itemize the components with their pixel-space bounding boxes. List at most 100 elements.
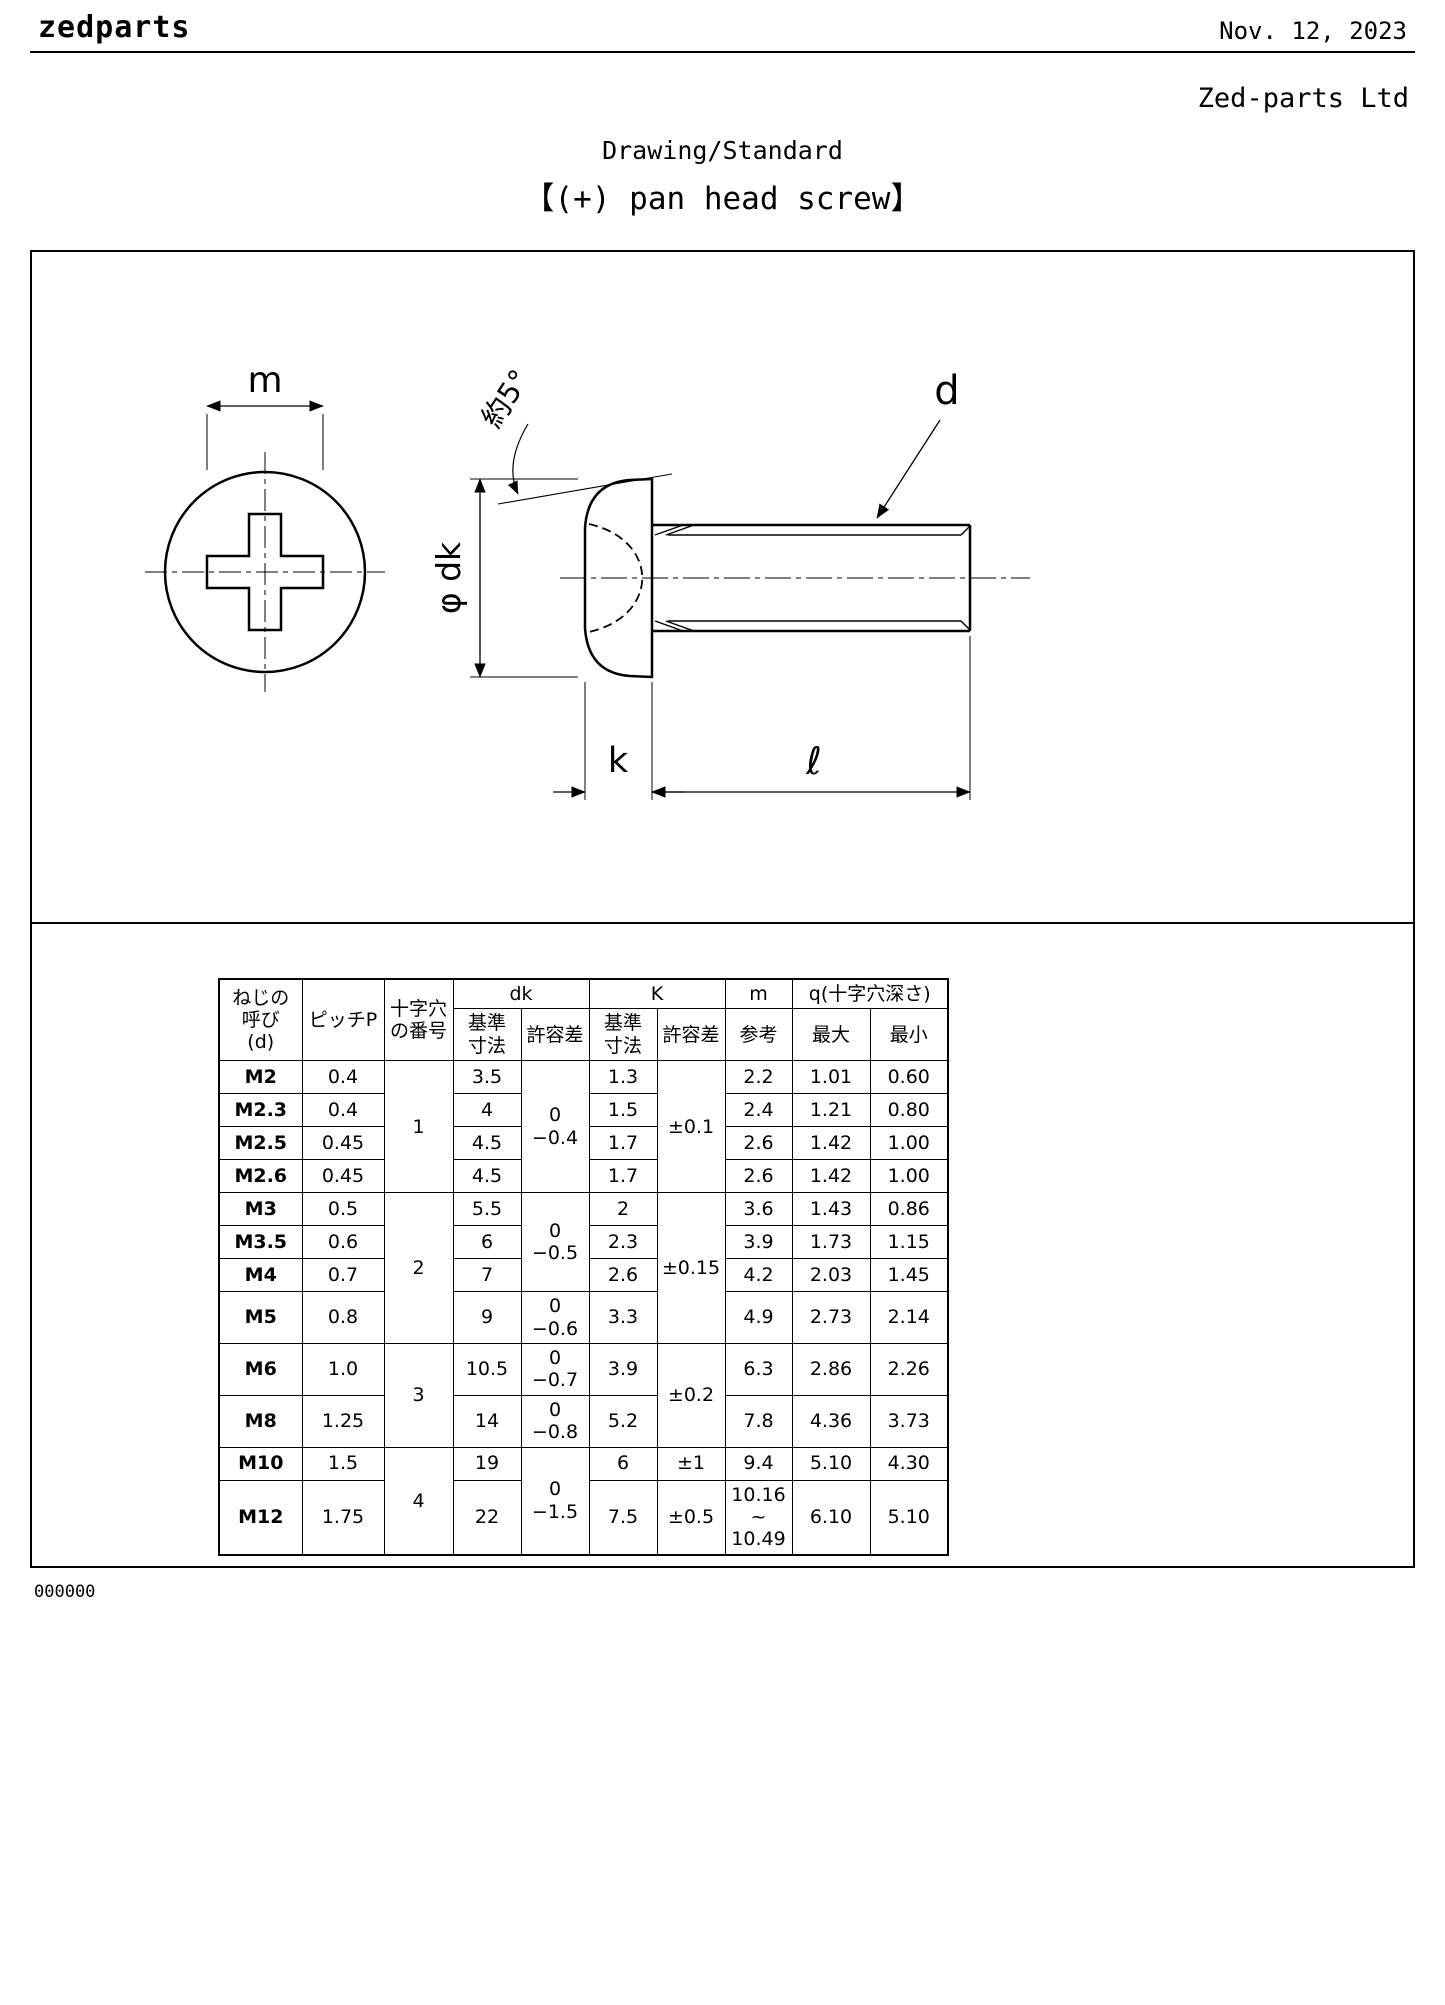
table-cell: 4 <box>452 1093 522 1128</box>
dim-label-k: k <box>608 741 629 781</box>
head-circle <box>163 470 367 674</box>
table-cell: 7 <box>452 1258 522 1293</box>
table-cell: 4.30 <box>869 1446 949 1481</box>
table-cell: 19 <box>452 1446 522 1481</box>
table-cell: 4 <box>383 1446 454 1556</box>
header-cell: q(十字穴深さ) <box>791 978 949 1010</box>
header-cell: 最小 <box>869 1008 949 1062</box>
table-cell: M2.5 <box>218 1126 303 1161</box>
thread-runout-bottom-2 <box>665 620 695 632</box>
table-cell: ±0.5 <box>656 1479 726 1556</box>
table-cell: 4.2 <box>724 1258 793 1293</box>
table-cell: M5 <box>218 1291 303 1345</box>
table-cell: 2.2 <box>724 1060 793 1095</box>
cross-recess <box>205 512 325 632</box>
dim-label-dk: φ dk <box>429 541 468 614</box>
d-leader-arrow <box>876 419 941 519</box>
document-date: Nov. 12, 2023 <box>1219 17 1407 45</box>
table-cell: 0 −0.6 <box>520 1291 590 1345</box>
table-cell: 7.5 <box>588 1479 658 1556</box>
table-cell: 3.6 <box>724 1192 793 1227</box>
table-cell: 3.9 <box>588 1343 658 1396</box>
table-cell: ±0.1 <box>656 1060 726 1194</box>
drawing-frame: m 約5° <box>30 250 1415 1568</box>
table-cell: M3.5 <box>218 1225 303 1260</box>
side-view: 約5° φ dk d <box>429 363 1030 800</box>
table-cell: 1.75 <box>301 1479 385 1556</box>
table-cell: 0.4 <box>301 1060 385 1095</box>
table-cell: 1.25 <box>301 1394 385 1448</box>
table-cell: 1.00 <box>869 1126 949 1161</box>
screw-drawing: m 約5° <box>145 360 1030 800</box>
table-cell: 0 −0.5 <box>520 1192 590 1293</box>
table-cell: 5.10 <box>869 1479 949 1556</box>
table-cell: 9 <box>452 1291 522 1345</box>
table-cell: 7.8 <box>724 1394 793 1448</box>
table-cell: 0.6 <box>301 1225 385 1260</box>
table-cell: 0 −0.8 <box>520 1394 590 1448</box>
table-cell: 1 <box>383 1060 454 1194</box>
table-cell: 5.2 <box>588 1394 658 1448</box>
table-cell: 2 <box>383 1192 454 1345</box>
table-cell: 0.8 <box>301 1291 385 1345</box>
dim-label-d: d <box>934 368 959 414</box>
table-cell: 1.5 <box>301 1446 385 1481</box>
document-header: zedparts Nov. 12, 2023 <box>0 0 1445 45</box>
table-cell: 2 <box>588 1192 658 1227</box>
table-cell: 2.6 <box>724 1159 793 1194</box>
header-rule <box>30 51 1415 53</box>
table-cell: 3 <box>383 1343 454 1448</box>
table-cell: 2.86 <box>791 1343 871 1396</box>
table-cell: 2.26 <box>869 1343 949 1396</box>
header-cell: 基準 寸法 <box>588 1008 658 1062</box>
table-cell: 5.5 <box>452 1192 522 1227</box>
table-cell: M8 <box>218 1394 303 1448</box>
table-cell: 0 −0.7 <box>520 1343 590 1396</box>
header-cell: ピッチP <box>301 978 385 1062</box>
table-cell: ±0.15 <box>656 1192 726 1345</box>
thread-runout-top-2 <box>665 524 695 536</box>
table-cell: 1.0 <box>301 1343 385 1396</box>
top-view: m <box>145 360 385 692</box>
table-cell: 4.5 <box>452 1126 522 1161</box>
thread-runout-bottom-1 <box>654 620 684 632</box>
table-cell: 2.03 <box>791 1258 871 1293</box>
end-chamfer-top <box>960 525 971 536</box>
table-cell: 4.5 <box>452 1159 522 1194</box>
table-cell: 10.16 ~ 10.49 <box>724 1479 793 1556</box>
table-cell: 6 <box>452 1225 522 1260</box>
table-cell: 1.15 <box>869 1225 949 1260</box>
header-cell: 基準 寸法 <box>452 1008 522 1062</box>
drawing-area: m 約5° <box>32 252 1413 924</box>
table-cell: 1.42 <box>791 1126 871 1161</box>
document-type: Drawing/Standard <box>602 136 843 165</box>
dim-label-length: ℓ <box>805 739 822 783</box>
table-cell: 1.01 <box>791 1060 871 1095</box>
table-cell: 2.14 <box>869 1291 949 1345</box>
table-cell: 22 <box>452 1479 522 1556</box>
title-block: Drawing/Standard 【(+) pan head screw】 <box>0 136 1445 218</box>
table-cell: 4.9 <box>724 1291 793 1345</box>
brand-logo: zedparts <box>38 10 191 45</box>
table-cell: 1.5 <box>588 1093 658 1128</box>
table-cell: 2.6 <box>588 1258 658 1293</box>
table-cell: 2.6 <box>724 1126 793 1161</box>
company-name: Zed-parts Ltd <box>1197 83 1409 114</box>
table-cell: 4.36 <box>791 1394 871 1448</box>
header-cell: 最大 <box>791 1008 871 1062</box>
table-cell: ±1 <box>656 1446 726 1481</box>
table-cell: M2 <box>218 1060 303 1095</box>
table-cell: 3.73 <box>869 1394 949 1448</box>
